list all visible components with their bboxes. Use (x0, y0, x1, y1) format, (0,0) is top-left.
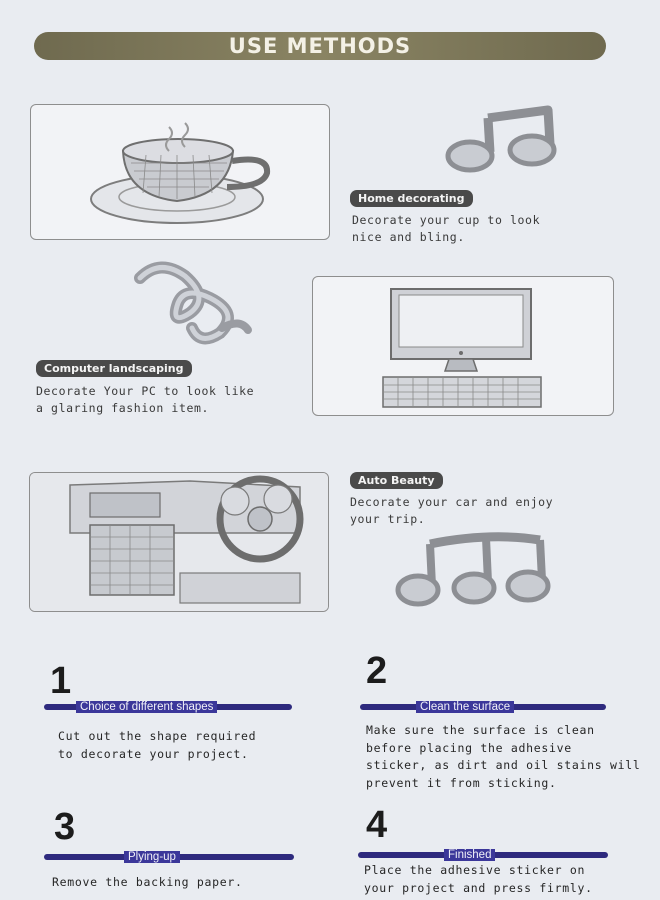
step-text-line: your project and press firmly. (364, 880, 593, 895)
step-4-label: Finished (444, 849, 496, 861)
step-text-line: Make sure the surface is clean (366, 723, 595, 737)
step-3-number: 3 (54, 806, 76, 848)
step-1-text: Cut out the shape required to decorate y… (58, 728, 256, 763)
treble-clef-icon (134, 261, 252, 345)
desc-line: your trip. (350, 512, 426, 526)
step-3-text: Remove the backing paper. (52, 874, 243, 892)
computer-landscaping-desc: Decorate Your PC to look like a glaring … (36, 383, 254, 417)
step-1-number: 1 (50, 660, 72, 702)
step-2-label: Clean the surface (416, 701, 515, 713)
step-1-label: Choice of different shapes (76, 701, 218, 713)
desc-line: Decorate your car and enjoy (350, 495, 554, 509)
step-text-line: to decorate your project. (58, 746, 249, 761)
desc-line: Decorate your cup to look (352, 213, 541, 227)
desc-line: Decorate Your PC to look like (36, 384, 255, 398)
cup-image-frame (30, 104, 330, 240)
step-text-line: prevent it from sticking. (366, 775, 557, 790)
page-title: USE METHODS (228, 34, 412, 58)
car-interior-icon (30, 473, 328, 611)
title-banner: USE METHODS (34, 32, 606, 60)
step-text-line: Remove the backing paper. (52, 875, 243, 889)
step-2-number: 2 (366, 650, 388, 692)
triple-music-note-icon (395, 532, 551, 607)
computer-landscaping-tag: Computer landscaping (36, 360, 192, 377)
home-decorating-tag: Home decorating (350, 190, 473, 207)
computer-icon (382, 288, 542, 408)
step-text-line: sticker, as dirt and oil stains will (366, 758, 641, 772)
desc-line: a glaring fashion item. (36, 401, 210, 415)
music-note-icon (445, 105, 557, 173)
home-decorating-desc: Decorate your cup to look nice and bling… (352, 212, 540, 246)
auto-beauty-desc: Decorate your car and enjoy your trip. (350, 494, 553, 528)
step-3-label: Plying-up (124, 851, 180, 863)
step-4-number: 4 (366, 804, 388, 846)
step-text-line: Place the adhesive sticker on (364, 863, 586, 877)
auto-beauty-tag: Auto Beauty (350, 472, 443, 489)
desc-line: nice and bling. (352, 230, 465, 244)
step-2-text: Make sure the surface is clean before pl… (366, 722, 640, 792)
cup-icon (90, 122, 271, 224)
car-image-frame (29, 472, 329, 612)
step-text-line: Cut out the shape required (58, 729, 257, 743)
step-4-text: Place the adhesive sticker on your proje… (364, 862, 593, 897)
computer-image-frame (312, 276, 614, 416)
step-text-line: before placing the adhesive (366, 740, 572, 755)
